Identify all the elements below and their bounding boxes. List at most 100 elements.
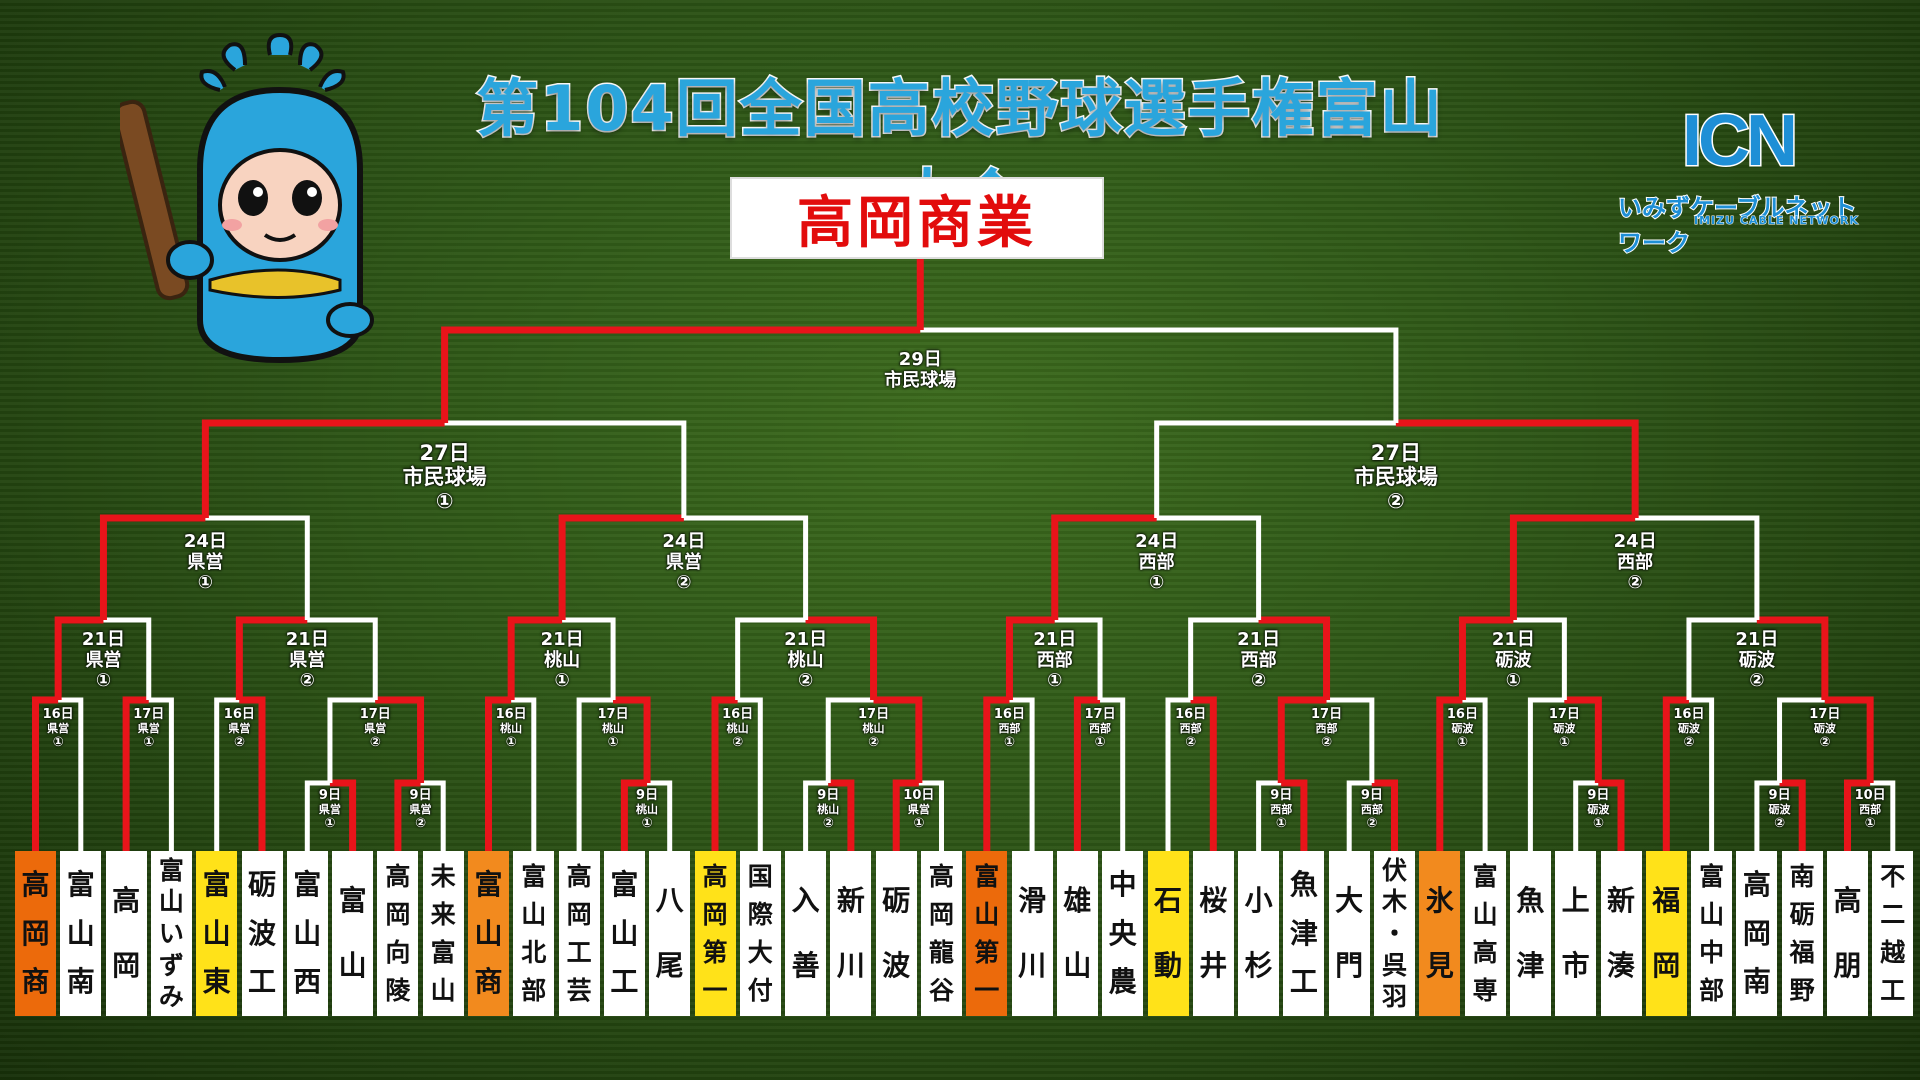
team-char: 砺: [247, 868, 276, 902]
round-label-line: ①: [95, 670, 112, 692]
bracket-line-right: [805, 616, 878, 700]
team-16: 国際大付: [739, 851, 781, 1016]
team-char: 山: [158, 887, 184, 917]
team-char: 山: [974, 900, 1000, 929]
team-char: 岡: [385, 900, 411, 929]
team-char: 伏: [1381, 855, 1407, 885]
round-label-line: 桃山: [500, 721, 523, 735]
team-char: 桜: [1199, 884, 1228, 918]
team-char: 高: [385, 862, 411, 891]
bracket-line-right: [1326, 697, 1375, 783]
round-label-line: 県営: [228, 721, 251, 735]
team-char: 中: [1699, 938, 1725, 967]
team-char: 氷: [1425, 884, 1454, 918]
round-label-line: 西部: [1360, 802, 1383, 816]
team-2: 高岡: [105, 851, 147, 1016]
round-label-line: ②: [1749, 670, 1765, 692]
bracket-line-right: [1870, 780, 1896, 851]
team-3: 富山いずみ: [150, 851, 192, 1016]
team-32: 富山高専: [1464, 851, 1506, 1016]
bracket-line-right: [1564, 696, 1602, 783]
round-label-line: 17日: [1311, 707, 1343, 722]
team-char: 雄: [1063, 884, 1092, 918]
team-char: 八: [655, 884, 684, 918]
round-label-line: 市民球場: [1353, 465, 1438, 490]
bracket-line-right: [1156, 515, 1262, 620]
round-label-line: 24日: [183, 531, 227, 552]
team-char: 波: [882, 948, 911, 982]
bracket-line-right: [737, 697, 763, 851]
bracket-line-left: [1527, 697, 1565, 851]
bracket-line-left: [735, 617, 806, 700]
round-label-line: ②: [1321, 734, 1333, 750]
team-char: 上: [1561, 884, 1590, 918]
bracket-line-right: [58, 697, 84, 851]
team-17: 入善: [785, 851, 827, 1016]
team-char: 新: [1606, 884, 1635, 918]
round-label-line: 21日: [1033, 629, 1077, 650]
team-22: 滑川: [1011, 851, 1053, 1016]
bracket-line-right: [1598, 779, 1625, 851]
team-char: 山: [202, 916, 231, 950]
round-label-line: ②: [299, 670, 315, 692]
bracket-line-left: [803, 780, 829, 851]
team-char: 陵: [385, 976, 411, 1005]
round-label-line: 砺波: [1677, 721, 1700, 735]
team-char: 越: [1880, 938, 1906, 967]
round-label-line: 桃山: [544, 649, 581, 671]
bracket-line-left: [1346, 780, 1372, 851]
round-label-line: ②: [369, 734, 381, 750]
round-label-line: 桃山: [726, 721, 749, 735]
team-31: 氷見: [1419, 851, 1461, 1016]
round-label-line: ②: [1627, 572, 1643, 594]
team-char: 福: [1789, 938, 1815, 967]
team-char: 南: [1789, 862, 1815, 891]
round-label-line: 10日: [903, 788, 935, 803]
team-char: 入: [791, 884, 820, 918]
team-char: 石: [1153, 884, 1182, 918]
bracket-line-right: [420, 780, 446, 851]
round-label-line: ②: [732, 734, 744, 750]
team-36: 福岡: [1645, 851, 1687, 1016]
team-char: 山: [1699, 900, 1725, 929]
bracket-line-left: [1436, 696, 1463, 851]
team-char: 岡: [702, 900, 728, 929]
round-label-line: 9日: [1768, 788, 1791, 803]
bracket-line-right: [1100, 697, 1126, 851]
team-38: 高岡南: [1736, 851, 1778, 1016]
team-14: 八尾: [649, 851, 691, 1016]
team-28: 魚津工: [1283, 851, 1325, 1016]
round-label-line: 16日: [1446, 707, 1478, 722]
round-label-line: 21日: [285, 629, 329, 650]
team-char: 富: [158, 855, 184, 885]
round-label-line: 西部: [1138, 551, 1175, 573]
icn-mark: ICN: [1681, 100, 1800, 183]
round-label-line: 10日: [1854, 788, 1886, 803]
bracket-line-left: [1073, 696, 1101, 851]
round-label-line: 砺波: [1813, 721, 1836, 735]
bracket-line-left: [485, 696, 512, 851]
bracket-line-right: [1054, 617, 1103, 700]
bracket-line-left: [1777, 697, 1825, 783]
team-char: 際: [747, 900, 773, 929]
team-char: 工: [1880, 976, 1906, 1005]
team-char: 大: [747, 938, 773, 967]
team-char: 呉: [1381, 950, 1407, 980]
team-13: 富山工: [603, 851, 645, 1016]
bracket-line-right: [1258, 616, 1331, 700]
